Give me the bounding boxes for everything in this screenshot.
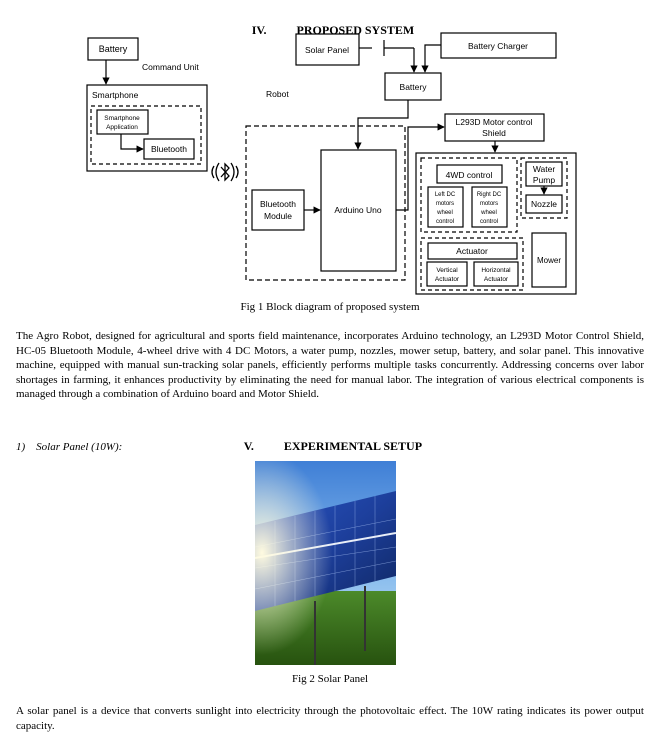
fig1-caption: Fig 1 Block diagram of proposed system bbox=[240, 301, 420, 313]
right-motors-label-4: control bbox=[480, 219, 498, 225]
solar-panel-photo bbox=[255, 461, 396, 665]
mower-label: Mower bbox=[537, 256, 561, 265]
right-motors-label-1: Right DC bbox=[477, 192, 502, 198]
fig2-caption: Fig 2 Solar Panel bbox=[291, 673, 369, 685]
smartphone-box bbox=[86, 84, 208, 172]
mower-box bbox=[531, 232, 567, 288]
battery-center-box bbox=[384, 72, 442, 101]
water-pump-label-2: Pump bbox=[533, 175, 555, 185]
actuator-label: Actuator bbox=[456, 246, 488, 256]
vertical-actuator-box bbox=[426, 261, 468, 287]
loads-box bbox=[415, 152, 577, 295]
right-motors-label-2: motors bbox=[480, 201, 498, 207]
water-pump-label-1: Water bbox=[533, 164, 556, 174]
left-motors-box bbox=[427, 186, 464, 228]
battery-left-label: Battery bbox=[99, 44, 128, 54]
left-motors-label-4: control bbox=[436, 219, 454, 225]
battery-charger-label: Battery Charger bbox=[468, 41, 528, 51]
bluetooth-label: Bluetooth bbox=[151, 144, 187, 154]
horizontal-actuator-label-1: Horizontal bbox=[481, 267, 511, 274]
actuator-box bbox=[427, 242, 518, 260]
left-motors-label-3: wheel bbox=[436, 210, 453, 216]
robot-dashed-box bbox=[245, 125, 406, 281]
motor-shield-label-2: Shield bbox=[482, 128, 506, 138]
bt-module-label-1: Bluetooth bbox=[260, 199, 296, 209]
battery-left-box bbox=[87, 37, 139, 61]
body-paragraph-1: The Agro Robot, designed for agricultura… bbox=[16, 330, 644, 401]
water-dashed-box bbox=[520, 157, 568, 219]
block-diagram: Battery Command Unit Smartphone Smartpho… bbox=[86, 32, 577, 295]
smartphone-app-label-2: Application bbox=[106, 124, 138, 131]
body-paragraph-2: A solar panel is a device that converts … bbox=[16, 705, 644, 732]
nozzle-box bbox=[525, 194, 563, 214]
section-title: EXPERIMENTAL SETUP bbox=[283, 439, 423, 453]
bt-module-label-2: Module bbox=[264, 211, 292, 221]
robot-label: Robot bbox=[266, 89, 289, 99]
bluetooth-wireless-icon bbox=[211, 162, 239, 182]
subsection-heading: 1) Solar Panel (10W): bbox=[16, 441, 123, 453]
section-number: IV. bbox=[251, 23, 267, 37]
smartphone-app-label-1: Smartphone bbox=[104, 115, 140, 122]
right-motors-box bbox=[471, 186, 508, 228]
right-motors-label-3: wheel bbox=[480, 210, 497, 216]
left-motors-label-2: motors bbox=[436, 201, 454, 207]
solar-panel-box bbox=[295, 33, 360, 66]
fourwd-label: 4WD control bbox=[446, 170, 493, 180]
section-number: V. bbox=[243, 439, 254, 453]
motor-shield-label-1: L293D Motor control bbox=[455, 117, 532, 127]
solar-panel-label: Solar Panel bbox=[305, 45, 349, 55]
battery-center-label: Battery bbox=[400, 82, 428, 92]
horizontal-actuator-label-2: Actuator bbox=[484, 276, 509, 283]
smartphone-label: Smartphone bbox=[92, 90, 139, 100]
left-motors-label-1: Left DC bbox=[435, 192, 456, 198]
actuator-dashed-box bbox=[420, 237, 524, 291]
bluetooth-module-box bbox=[251, 189, 305, 231]
smartphone-app-box bbox=[96, 109, 149, 135]
fourwd-dashed-box bbox=[420, 157, 518, 233]
command-unit-label: Command Unit bbox=[142, 62, 199, 72]
horizontal-actuator-box bbox=[473, 261, 519, 287]
nozzle-label: Nozzle bbox=[531, 199, 557, 209]
fourwd-control-box bbox=[436, 164, 503, 184]
vertical-actuator-label-1: Vertical bbox=[436, 267, 458, 274]
arduino-label: Arduino Uno bbox=[334, 205, 382, 215]
bluetooth-box bbox=[143, 138, 195, 160]
vertical-actuator-label-2: Actuator bbox=[435, 276, 460, 283]
section-heading-experimental-setup: V. EXPERIMENTAL SETUP bbox=[0, 424, 660, 454]
